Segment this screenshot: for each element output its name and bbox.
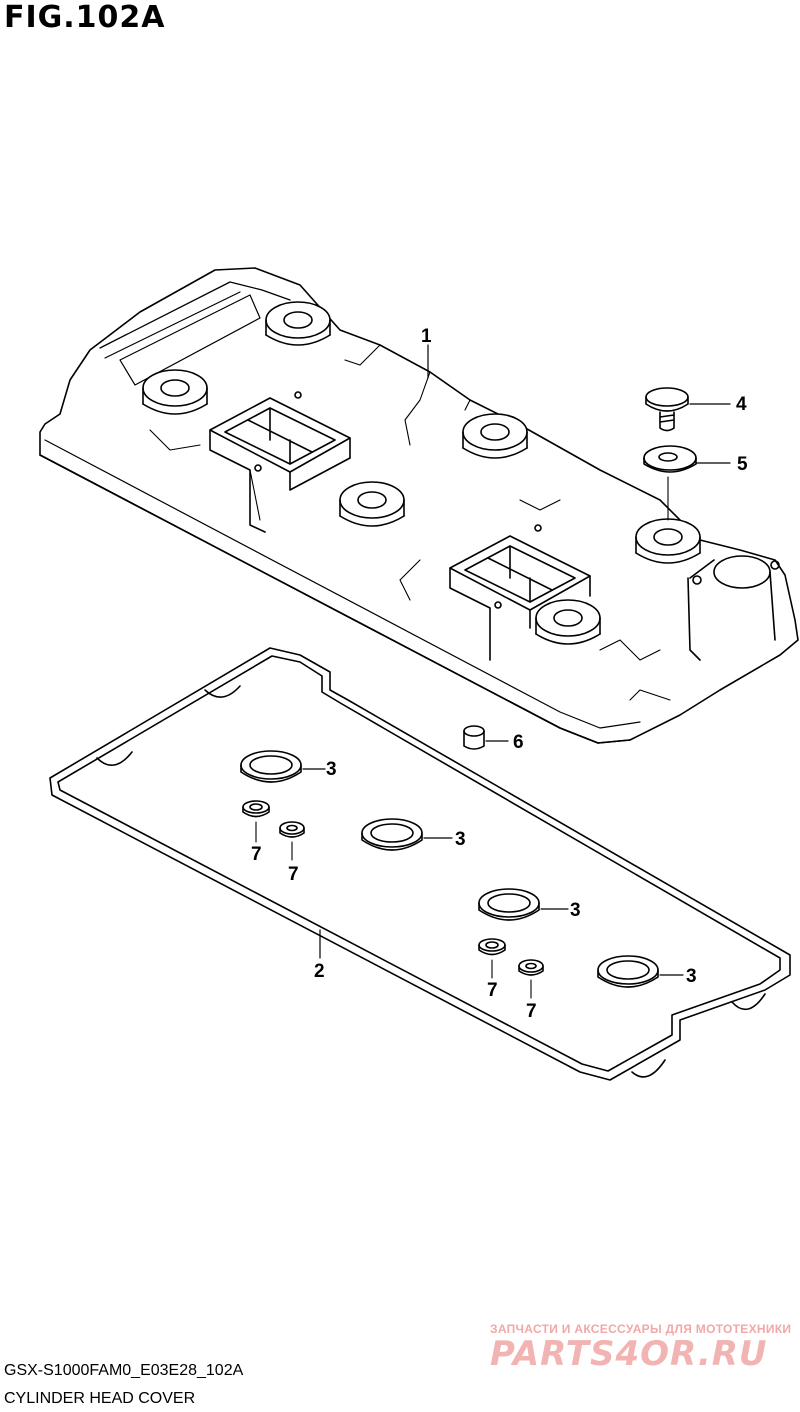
- reed-valve-housing-2: [449, 524, 591, 661]
- callout-4: 4: [736, 394, 747, 415]
- plug-boss-6: [535, 599, 601, 645]
- small-seal-4: [518, 959, 544, 999]
- head-cover-gasket: [49, 647, 791, 1081]
- breather-boss: [687, 555, 780, 661]
- small-seal-1: [242, 800, 270, 843]
- callout-3-d: 3: [686, 966, 697, 987]
- cylinder-head-cover: [39, 267, 799, 744]
- callout-2: 2: [314, 961, 325, 982]
- plug-seal-1: [240, 750, 326, 783]
- callout-6: 6: [513, 732, 524, 753]
- callout-7-a: 7: [251, 844, 262, 865]
- plug-boss-4: [339, 481, 405, 527]
- callout-7-c: 7: [487, 980, 498, 1001]
- callout-1: 1: [421, 326, 432, 347]
- plug-boss-3: [462, 413, 528, 459]
- callout-3-a: 3: [326, 759, 337, 780]
- watermark-tagline: ЗАПЧАСТИ И АКСЕССУАРЫ ДЛЯ МОТОТЕХНИКИ: [490, 1322, 792, 1336]
- bolt-grommet: [643, 445, 731, 521]
- plug-seal-3: [478, 888, 569, 921]
- cover-bolt: [645, 387, 731, 432]
- dowel-pin: [463, 725, 509, 750]
- watermark-logo: PARTS4OR.RU: [490, 1334, 768, 1374]
- diagram-code: GSX-S1000FAM0_E03E28_102A: [4, 1362, 244, 1379]
- figure-title: FIG.102A: [4, 0, 166, 35]
- callout-5: 5: [737, 454, 748, 475]
- callout-7-b: 7: [288, 864, 299, 885]
- plug-seal-2: [361, 818, 453, 851]
- small-seal-2: [279, 821, 305, 861]
- callout-3-c: 3: [570, 900, 581, 921]
- small-seal-3: [478, 938, 506, 979]
- plug-boss-1: [265, 301, 331, 346]
- plug-boss-2: [142, 369, 208, 415]
- callout-7-d: 7: [526, 1001, 537, 1022]
- callout-3-b: 3: [455, 829, 466, 850]
- diagram-caption: CYLINDER HEAD COVER: [4, 1390, 196, 1407]
- plug-seal-4: [597, 955, 684, 988]
